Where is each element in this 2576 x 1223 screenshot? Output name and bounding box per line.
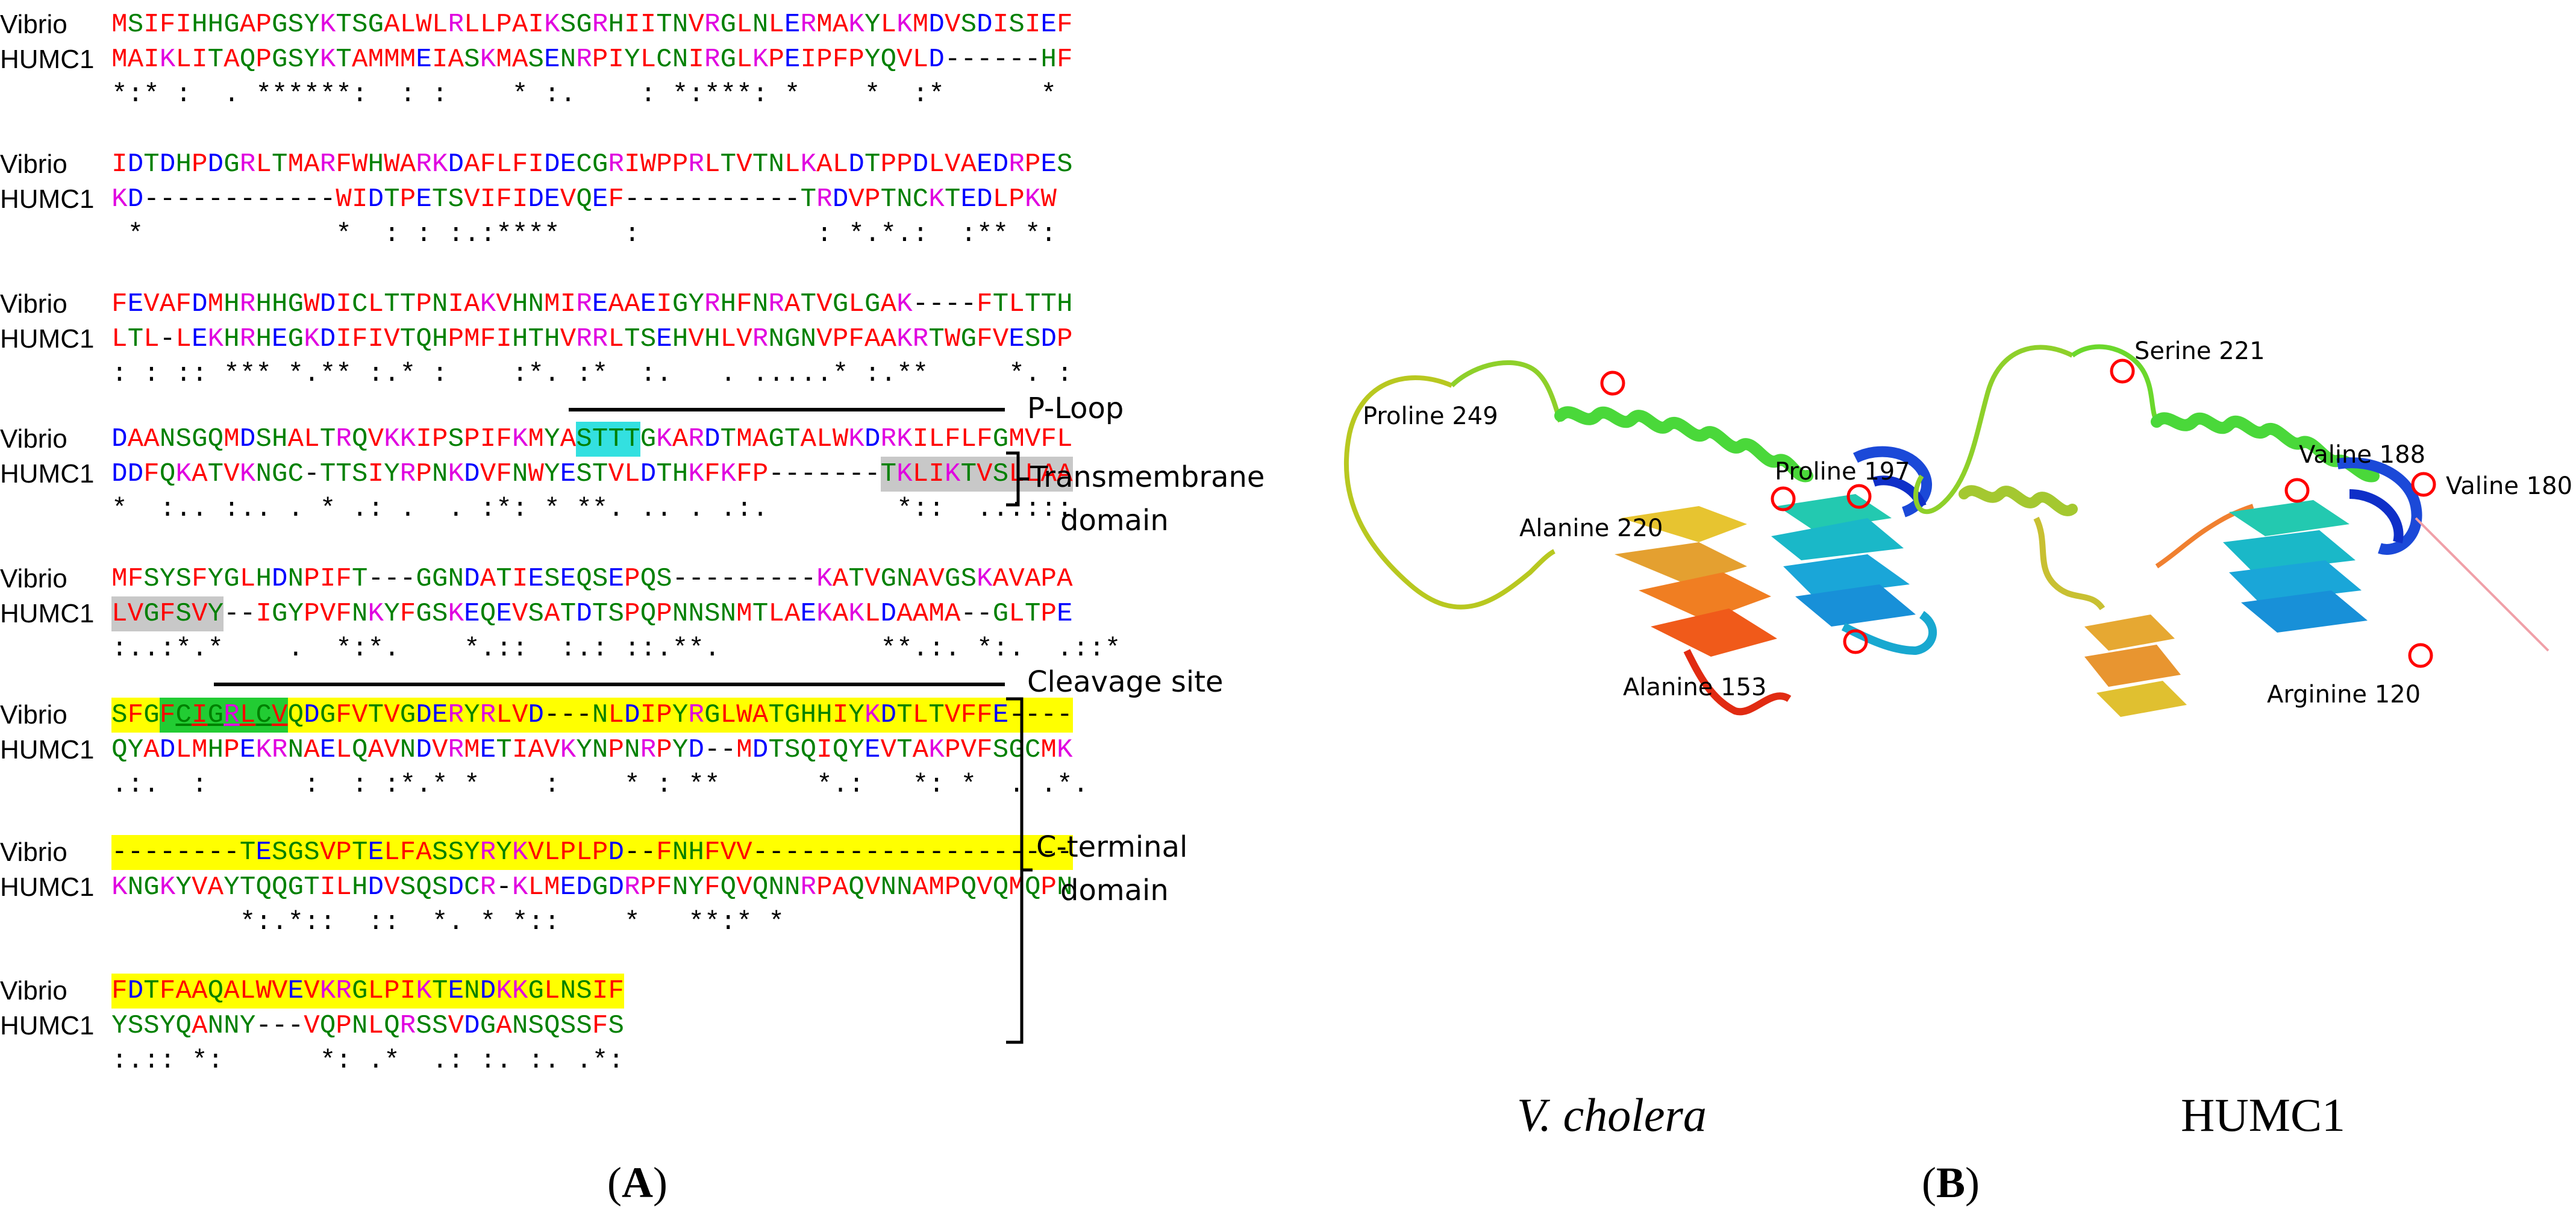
- panel-a-open: (: [607, 1159, 622, 1207]
- vibrio-sequence: MSIFIHHGAPGSYKTSGALWLRLLPAIKSGRHIITNVRGL…: [111, 10, 1073, 40]
- humc1-sequence: MAIKLITAQPGSYKTAMMMEIASKMASENRPIYLCNIRGL…: [111, 45, 1073, 75]
- label-valine-188: Valine 188: [2299, 441, 2426, 469]
- cleavage-site-label: Cleavage site: [1027, 665, 1224, 699]
- c-terminal-bracket: [1006, 697, 1024, 1044]
- panel-label-b: (B): [1922, 1158, 1980, 1208]
- transmembrane-bracket: [1006, 451, 1020, 507]
- humc1-marker-valine-188: [2284, 478, 2310, 503]
- protein-structures: [1343, 344, 2549, 717]
- vibrio-loop: [1343, 375, 1555, 610]
- vibrio-marker-proline-197: [1846, 484, 1872, 509]
- vibrio-marker-alanine-220: [1771, 486, 1796, 511]
- vibrio-label: Vibrio: [0, 10, 67, 39]
- vibrio-sequence: FDTFAAQALWVEVKRGLPIKTENDKKGLNSIF: [111, 974, 624, 1009]
- humc1-label: HUMC1: [0, 872, 95, 902]
- humc1-marker-serine-221: [2110, 358, 2135, 384]
- panel-b-close: ): [1965, 1159, 1980, 1207]
- consensus-line: :..:*.* . *:*. *.:: :.: ::.**. **.:. *:.…: [111, 634, 1121, 664]
- c-terminal-label-line2: domain: [1060, 874, 1169, 907]
- vibrio-sequence: IDTDHPDGRLTMARFWHWARKDAFLFIDECGRIWPPRLTV…: [111, 149, 1073, 180]
- humc1-sequence: LTL-LEKHRHEGKDIFIVTQHPMFIHTHVRRLTSEHVHLV…: [111, 324, 1073, 354]
- label-arginine-120: Arginine 120: [2267, 681, 2421, 708]
- humc1-sequence: QYADLMHPEKRNAELQAVNDVRMETIAVKYNPNRPYD--M…: [111, 735, 1073, 765]
- vibrio-sequence: DAANSGQMDSHALTRQVKKIPSPIFKMYASTTTGKARDTM…: [111, 422, 1073, 457]
- humc1-label: HUMC1: [0, 184, 95, 214]
- humc1-sequence: YSSYQANNY---VQPNLQRSSVDGANSQSSFS: [111, 1011, 624, 1041]
- panel-b-letter: B: [1936, 1159, 1966, 1207]
- humc1-label: HUMC1: [0, 45, 95, 74]
- humc1-structure: [1913, 344, 2549, 717]
- c-terminal-label-line1: C-terminal: [1036, 830, 1188, 864]
- humc1-sequence: KNGKYVAYTQQGTILHDVSQSDCR-KLMEDGDRPFNYFQV…: [111, 872, 1073, 902]
- humc1-label: HUMC1: [0, 324, 95, 354]
- vibrio-label: Vibrio: [0, 976, 67, 1006]
- consensus-line: .:. : : : :*.* * : * : ** *.: *: * . .*.: [111, 770, 1089, 800]
- humc1-label: HUMC1: [0, 1011, 95, 1040]
- consensus-line: * * : : :.:**** : : *.*.: :** *:: [127, 219, 1057, 249]
- humc1-beta-domain: [2223, 457, 2549, 652]
- vibrio-sequence: --------TESGSVPTELFASSYRYKVLPLPD--FNHFVV…: [111, 835, 1073, 870]
- vibrio-label: Vibrio: [0, 149, 67, 179]
- panel-b-open: (: [1922, 1159, 1936, 1207]
- consensus-line: *:.*:: :: *. * *:: * **:* *: [239, 907, 784, 937]
- humc1-green-helix-left: [1959, 485, 2106, 611]
- label-alanine-220: Alanine 220: [1519, 515, 1663, 542]
- vibrio-marker-proline-249: [1600, 371, 1625, 396]
- vibrio-label: Vibrio: [0, 424, 67, 454]
- consensus-line: *:* : . ******: : : * :. : *:***: * * :*…: [111, 80, 1057, 110]
- vibrio-label: Vibrio: [0, 564, 67, 593]
- humc1-marker-valine-180: [2411, 472, 2436, 497]
- vibrio-marker-alanine-153: [1843, 629, 1868, 654]
- vibrio-structure: [1343, 360, 1937, 716]
- humc1-label: HUMC1: [0, 459, 95, 489]
- humc1-beta-lower: [2084, 504, 2254, 717]
- label-alanine-153: Alanine 153: [1623, 674, 1767, 701]
- humc1-sequence: KD------------WIDTPETSVIFIDEVQEF--------…: [111, 184, 1057, 214]
- humc1-caption: HUMC1: [2181, 1089, 2346, 1141]
- label-proline-197: Proline 197: [1775, 458, 1910, 486]
- p-loop-label: P-Loop: [1027, 392, 1124, 425]
- transmembrane-label-line2: domain: [1060, 504, 1169, 537]
- transmembrane-label-line1: Transmembrane: [1030, 460, 1265, 494]
- vibrio-label: Vibrio: [0, 700, 67, 730]
- vibrio-sequence: MFSYSFYGLHDNPIFT---GGNDATIESEQSEPQS-----…: [111, 564, 1073, 594]
- panel-a-close: ): [652, 1159, 667, 1207]
- humc1-sequence: DDFQKATVKNGC-TTSIYRPNKDVFNWYESTVLDTHKFKF…: [111, 457, 1073, 492]
- humc1-sequence: LVGFSVY--IGYPVFNKYFGSKEQEVSATDTSPQPNNSNM…: [111, 596, 1073, 631]
- humc1-loop: [1913, 345, 2074, 515]
- humc1-marker-arginine-120: [2408, 643, 2433, 668]
- label-valine-180: Valine 180: [2446, 472, 2573, 500]
- consensus-line: :.:: *: *: .* .: :. :. .*:: [111, 1046, 624, 1076]
- vibrio-sequence: FEVAFDMHRHHGWDICLTTPNIAKVHNMIREAAEIGYRHF…: [111, 289, 1073, 319]
- vibrio-helix: [1554, 406, 1813, 483]
- label-serine-221: Serine 221: [2134, 337, 2265, 365]
- consensus-line: * :.. :.. . * .: . . :*: * **. .. . .:. …: [111, 494, 1073, 524]
- consensus-line: : : :: *** *.** :.* : :*. :* :. . .....*…: [111, 359, 1073, 389]
- label-proline-249: Proline 249: [1363, 402, 1498, 430]
- humc1-label: HUMC1: [0, 599, 95, 628]
- humc1-label: HUMC1: [0, 735, 95, 765]
- vibrio-beta-lower: [1615, 506, 1792, 716]
- panel-label-a: (A): [607, 1158, 667, 1208]
- vibrio-caption: V. cholera: [1517, 1089, 1707, 1141]
- vibrio-label: Vibrio: [0, 289, 67, 319]
- panel-a-letter: A: [621, 1159, 653, 1207]
- vibrio-beta-domain: [1771, 446, 1937, 655]
- vibrio-label: Vibrio: [0, 837, 67, 867]
- vibrio-sequence: SFGFCIGRLCVQDGFVTVGDERYRLVD---NLDIPYRGLW…: [111, 698, 1073, 733]
